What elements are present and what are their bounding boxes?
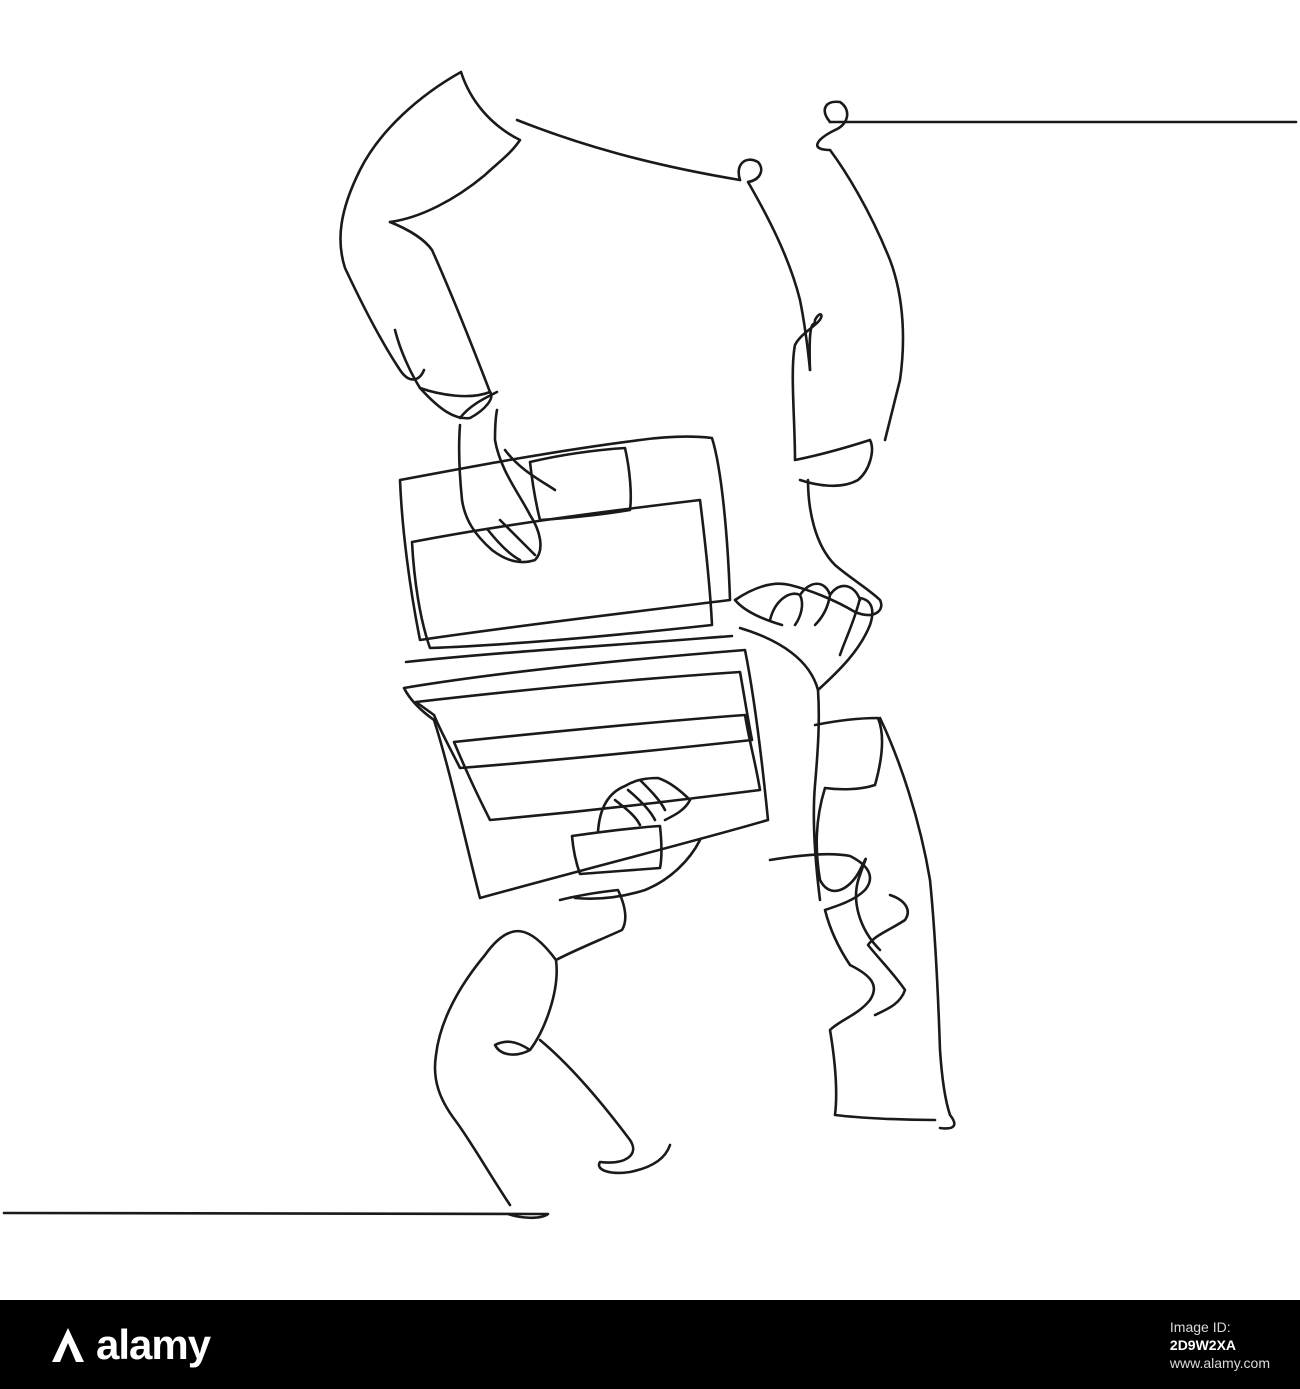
- image-id-value: 2D9W2XA: [1169, 1336, 1237, 1353]
- upper-laptop-screen-inner: [410, 498, 714, 650]
- stock-watermark-banner: alamy Image ID: 2D9W2XA www.alamy.com: [0, 1300, 1300, 1389]
- lower-person-left-hand: [573, 776, 702, 901]
- lower-person-leg: [493, 958, 672, 1175]
- upper-person-right-arm: [791, 313, 874, 488]
- lower-person-right-fingers: [768, 582, 862, 627]
- site-url: www.alamy.com: [1169, 1354, 1270, 1371]
- lower-person-legs: [768, 852, 937, 1122]
- lower-person-back-leg: [866, 893, 910, 1017]
- lower-laptop-trackpad: [570, 824, 663, 876]
- upper-person-right-side: [737, 100, 905, 442]
- lower-laptop-screen-inner: [414, 670, 754, 770]
- lower-person-arm: [433, 888, 627, 1207]
- upper-laptop-screen: [398, 435, 732, 642]
- upper-laptop-keyboard: [528, 446, 633, 522]
- upper-laptop-hinge: [404, 634, 734, 664]
- upper-person-left-sleeve: [388, 220, 492, 398]
- image-id-label: Image ID:: [1169, 1318, 1231, 1335]
- upper-person-torso: [339, 70, 742, 381]
- upper-person-left-hand: [457, 408, 557, 564]
- line-art-illustration: [2, 70, 1298, 1220]
- alamy-logo: alamy: [48, 1320, 211, 1369]
- alamy-a-logo-icon: [52, 1327, 84, 1362]
- brand-text: alamy: [96, 1320, 211, 1368]
- lower-person-right-arm: [738, 596, 874, 902]
- lower-person-torso: [813, 716, 956, 1130]
- lower-laptop-screen: [402, 648, 770, 900]
- floor-line-bottom: [2, 1211, 550, 1220]
- lower-laptop-display: [452, 713, 762, 822]
- upper-person-left-cuff: [418, 386, 499, 420]
- stock-info: Image ID: 2D9W2XA www.alamy.com: [1170, 1318, 1270, 1372]
